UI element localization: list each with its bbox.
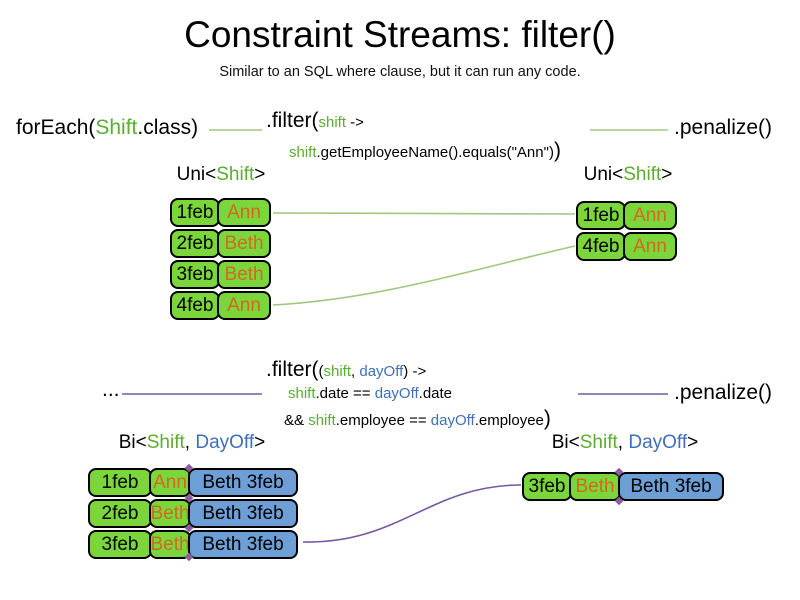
table-row: 3feb Beth Beth 3feb bbox=[88, 530, 298, 559]
table-row: 2feb Beth Beth 3feb bbox=[88, 499, 298, 528]
uni-label-right-open: Uni< bbox=[583, 164, 624, 185]
code-filter1-body-param: shift bbox=[289, 144, 317, 161]
bi-label-right-close: > bbox=[687, 432, 699, 453]
shift-date-cell: 3feb bbox=[522, 472, 572, 501]
code-filter1-body-expr: .getEmployeeName().equals("Ann") bbox=[316, 144, 554, 161]
code-filter1-keyword: .filter( bbox=[266, 109, 319, 132]
shift-employee-cell: Ann bbox=[149, 468, 191, 497]
code-filter2-keyword: .filter( bbox=[266, 358, 319, 381]
dayoff-cell: Beth 3feb bbox=[188, 468, 298, 497]
uni-label-left: Uni<Shift> bbox=[170, 164, 272, 186]
code-foreach-open: forEach( bbox=[16, 116, 96, 139]
uni-label-left-close: > bbox=[254, 164, 266, 185]
bi-label-right: Bi<Shift, DayOff> bbox=[522, 432, 728, 454]
dayoff-cell: Beth 3feb bbox=[618, 472, 724, 501]
code-line2-dayoff: dayOff bbox=[374, 385, 419, 402]
slide-title: Constraint Streams: filter() bbox=[184, 14, 616, 55]
link-bi-row-3feb bbox=[302, 484, 522, 543]
code-line2-date: .date bbox=[418, 385, 453, 402]
code-foreach-shift-class: Shift bbox=[95, 116, 138, 139]
table-row: 2feb Beth bbox=[170, 229, 271, 258]
shift-date-cell: 4feb bbox=[170, 291, 220, 320]
bi-label-left-close: > bbox=[254, 432, 266, 453]
code-filter1-close-paren: ) bbox=[553, 139, 561, 162]
shift-date-cell: 1feb bbox=[576, 201, 626, 230]
bi-label-left-open: Bi< bbox=[118, 432, 147, 453]
bi-table-right: 3feb Beth Beth 3feb bbox=[522, 472, 724, 503]
link-uni-row-1feb bbox=[272, 212, 576, 215]
code-filter2-comma: , bbox=[351, 363, 360, 380]
shift-date-cell: 4feb bbox=[576, 232, 626, 261]
table-row: 4feb Ann bbox=[576, 232, 677, 261]
table-row: 1feb Ann Beth 3feb bbox=[88, 468, 298, 497]
bi-label-left-comma: , bbox=[184, 432, 196, 453]
code-line3-employee: .employee bbox=[474, 412, 544, 429]
shift-employee-cell: Ann bbox=[217, 291, 271, 320]
shift-employee-cell: Beth bbox=[569, 472, 621, 501]
shift-date-cell: 1feb bbox=[88, 468, 152, 497]
code-line2-date-eq: .date == bbox=[315, 385, 375, 402]
shift-date-cell: 3feb bbox=[88, 530, 152, 559]
bi-table-left: 1feb Ann Beth 3feb 2feb Beth Beth 3feb 3… bbox=[88, 468, 298, 561]
code-foreach: forEach(Shift.class) bbox=[16, 116, 198, 140]
code-penalize2: .penalize() bbox=[674, 381, 773, 404]
shift-employee-cell: Beth bbox=[149, 530, 191, 559]
code-filter1-body: shift.getEmployeeName().equals("Ann")) bbox=[289, 139, 561, 163]
code-filter2-line2: shift.date == dayOff.date bbox=[288, 385, 452, 402]
code-filter2-head: .filter((shift, dayOff) -> bbox=[266, 358, 426, 382]
uni-table-left: 1feb Ann 2feb Beth 3feb Beth 4feb Ann bbox=[170, 198, 271, 322]
bi-label-right-open: Bi< bbox=[551, 432, 580, 453]
bi-label-right-dayoff: DayOff bbox=[628, 432, 688, 453]
code-filter2-close-paren: ) bbox=[543, 407, 551, 430]
code-filter1-arrow: -> bbox=[346, 114, 364, 131]
table-row: 1feb Ann bbox=[576, 201, 677, 230]
code-filter2-close-paren-small: ) bbox=[403, 363, 409, 380]
shift-employee-cell: Beth bbox=[217, 260, 271, 289]
shift-date-cell: 3feb bbox=[170, 260, 220, 289]
code-line3-shift: shift bbox=[308, 412, 336, 429]
code-line3-dayoff: dayOff bbox=[430, 412, 475, 429]
shift-employee-cell: Beth bbox=[149, 499, 191, 528]
code-line3-employee-eq: .employee == bbox=[335, 412, 431, 429]
slide-subtitle: Similar to an SQL where clause, but it c… bbox=[219, 64, 581, 80]
table-row: 3feb Beth Beth 3feb bbox=[522, 472, 724, 501]
shift-employee-cell: Ann bbox=[623, 201, 677, 230]
link-uni-row-4feb bbox=[272, 245, 576, 306]
code-filter2-open-paren: ( bbox=[318, 363, 324, 380]
code-penalize1: .penalize() bbox=[674, 116, 773, 139]
code-filter1-param: shift bbox=[318, 114, 347, 131]
code-filter1-head: .filter(shift -> bbox=[266, 109, 364, 133]
uni-label-right: Uni<Shift> bbox=[576, 164, 680, 186]
uni-label-left-shift: Shift bbox=[216, 164, 255, 185]
uni-label-right-shift: Shift bbox=[623, 164, 662, 185]
shift-employee-cell: Ann bbox=[623, 232, 677, 261]
code-filter2-param-dayoff: dayOff bbox=[359, 363, 404, 380]
uni-table-right: 1feb Ann 4feb Ann bbox=[576, 201, 677, 263]
code-line3-and: && bbox=[284, 412, 309, 429]
code-ellipsis: ... bbox=[102, 378, 120, 401]
shift-employee-cell: Ann bbox=[217, 198, 271, 227]
shift-date-cell: 2feb bbox=[170, 229, 220, 258]
dayoff-cell: Beth 3feb bbox=[188, 499, 298, 528]
bi-label-left: Bi<Shift, DayOff> bbox=[88, 432, 296, 454]
code-filter2-arrow: -> bbox=[408, 363, 427, 380]
bi-label-left-shift: Shift bbox=[146, 432, 185, 453]
uni-label-right-close: > bbox=[661, 164, 673, 185]
table-row: 3feb Beth bbox=[170, 260, 271, 289]
dayoff-cell: Beth 3feb bbox=[188, 530, 298, 559]
code-filter2-param-shift: shift bbox=[323, 363, 352, 380]
table-row: 4feb Ann bbox=[170, 291, 271, 320]
code-filter2-line3: && shift.employee == dayOff.employee) bbox=[284, 407, 551, 431]
uni-label-left-open: Uni< bbox=[176, 164, 217, 185]
table-row: 1feb Ann bbox=[170, 198, 271, 227]
code-line2-shift: shift bbox=[288, 385, 316, 402]
bi-label-left-dayoff: DayOff bbox=[195, 432, 255, 453]
shift-date-cell: 2feb bbox=[88, 499, 152, 528]
bi-label-right-comma: , bbox=[617, 432, 629, 453]
code-foreach-close: .class) bbox=[137, 116, 199, 139]
bi-label-right-shift: Shift bbox=[579, 432, 618, 453]
shift-employee-cell: Beth bbox=[217, 229, 271, 258]
shift-date-cell: 1feb bbox=[170, 198, 220, 227]
